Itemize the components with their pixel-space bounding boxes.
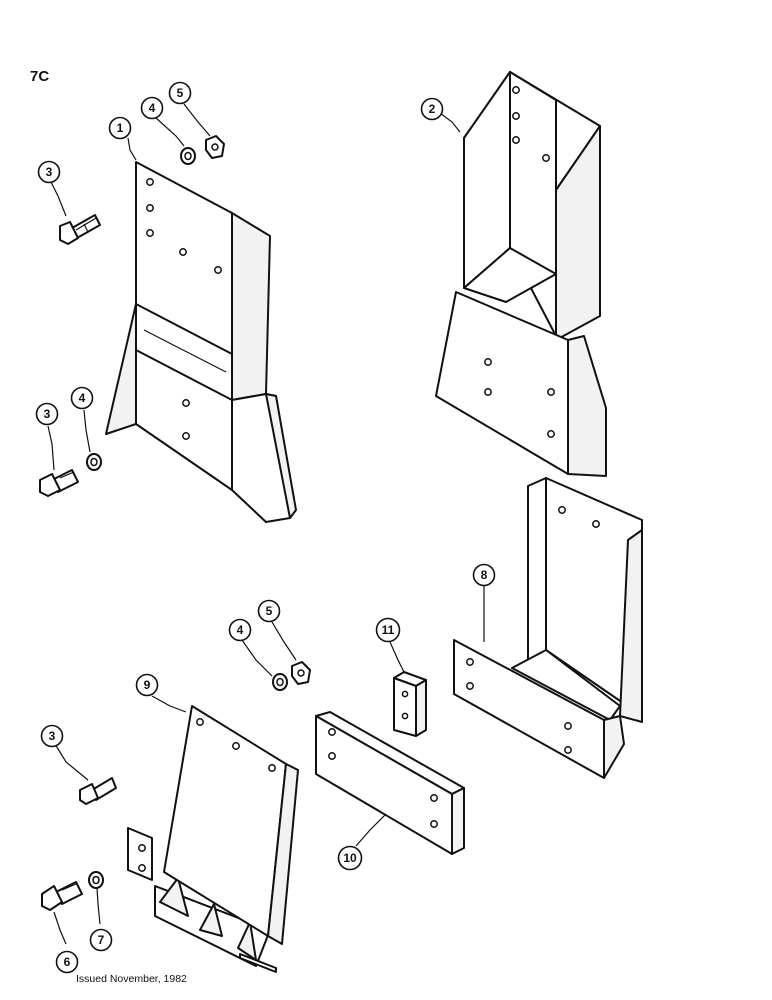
part-9-plate — [127, 705, 299, 973]
bolt-hole — [466, 658, 474, 666]
bolt-hole — [558, 506, 566, 514]
svg-text:10: 10 — [343, 851, 357, 865]
callout-7: 7 — [89, 928, 113, 952]
bolt-3-top — [59, 214, 101, 245]
page-id: 7C — [30, 68, 50, 85]
callout-5-top: 5 — [168, 81, 192, 105]
bolt-hole — [547, 388, 555, 396]
callout-9: 9 — [135, 673, 159, 697]
bolt-hole — [484, 358, 492, 366]
callout-4-lower: 4 — [228, 618, 252, 642]
bolt-hole — [182, 432, 190, 440]
callout-2: 2 — [420, 97, 444, 121]
bolt-hole — [564, 746, 572, 754]
bolt-hole — [484, 388, 492, 396]
bolt-hole — [146, 178, 154, 186]
callout-3-middle: 3 — [35, 402, 59, 426]
nuts-5 — [205, 135, 311, 685]
bolt-hole — [401, 712, 409, 720]
svg-text:1: 1 — [117, 121, 124, 135]
svg-text:5: 5 — [177, 86, 184, 100]
svg-text:3: 3 — [49, 729, 56, 743]
bolt-hole — [138, 864, 146, 872]
bolt-hole — [146, 229, 154, 237]
svg-text:6: 6 — [64, 955, 71, 969]
callout-6: 6 — [55, 950, 79, 974]
lock-washers-4 — [86, 147, 288, 691]
bolt-hole — [430, 794, 438, 802]
bolt-3-lower — [79, 777, 117, 805]
svg-text:5: 5 — [266, 604, 273, 618]
bolt-6 — [41, 881, 83, 911]
issued-date: Issued November, 1982 — [76, 973, 187, 985]
bolt-hole — [466, 682, 474, 690]
leader-lines — [47, 103, 485, 945]
bolt-hole — [232, 742, 240, 750]
part-10-bar — [315, 711, 465, 855]
callout-5-lower: 5 — [257, 599, 281, 623]
callout-3-lower: 3 — [40, 724, 64, 748]
callout-10: 10 — [337, 845, 363, 871]
bolt-hole — [430, 820, 438, 828]
bolt-hole — [512, 86, 520, 94]
callout-4-middle: 4 — [70, 386, 94, 410]
bolt-hole — [146, 204, 154, 212]
svg-text:9: 9 — [144, 678, 151, 692]
svg-text:4: 4 — [79, 391, 86, 405]
svg-text:3: 3 — [46, 165, 53, 179]
bolt-hole — [542, 154, 550, 162]
callout-1: 1 — [108, 116, 132, 140]
bolt-hole — [138, 844, 146, 852]
bolt-hole — [547, 430, 555, 438]
callout-11: 11 — [375, 617, 401, 643]
bolt-hole — [401, 690, 409, 698]
svg-text:4: 4 — [237, 623, 244, 637]
bolt-hole — [179, 248, 187, 256]
bolt-hole — [564, 722, 572, 730]
bolt-hole — [512, 136, 520, 144]
bolt-hole — [592, 520, 600, 528]
bolt-hole — [512, 112, 520, 120]
callout-8: 8 — [472, 563, 496, 587]
callout-4-top: 4 — [140, 96, 164, 120]
bolt-hole — [328, 752, 336, 760]
svg-text:4: 4 — [149, 101, 156, 115]
svg-text:8: 8 — [481, 568, 488, 582]
svg-text:2: 2 — [429, 102, 436, 116]
bolt-3-middle — [39, 469, 79, 497]
bolt-hole — [328, 728, 336, 736]
part-1-bracket — [105, 161, 297, 523]
svg-text:7: 7 — [98, 933, 105, 947]
svg-text:11: 11 — [382, 623, 395, 637]
bolt-hole — [196, 718, 204, 726]
bolt-hole — [214, 266, 222, 274]
washer-7 — [88, 871, 104, 889]
part-2-bracket — [435, 71, 607, 477]
part-8-bracket — [453, 477, 643, 779]
svg-text:3: 3 — [44, 407, 51, 421]
bolt-hole — [268, 764, 276, 772]
callout-3-top: 3 — [37, 160, 61, 184]
part-11-spacer — [393, 671, 427, 737]
bolt-hole — [182, 399, 190, 407]
